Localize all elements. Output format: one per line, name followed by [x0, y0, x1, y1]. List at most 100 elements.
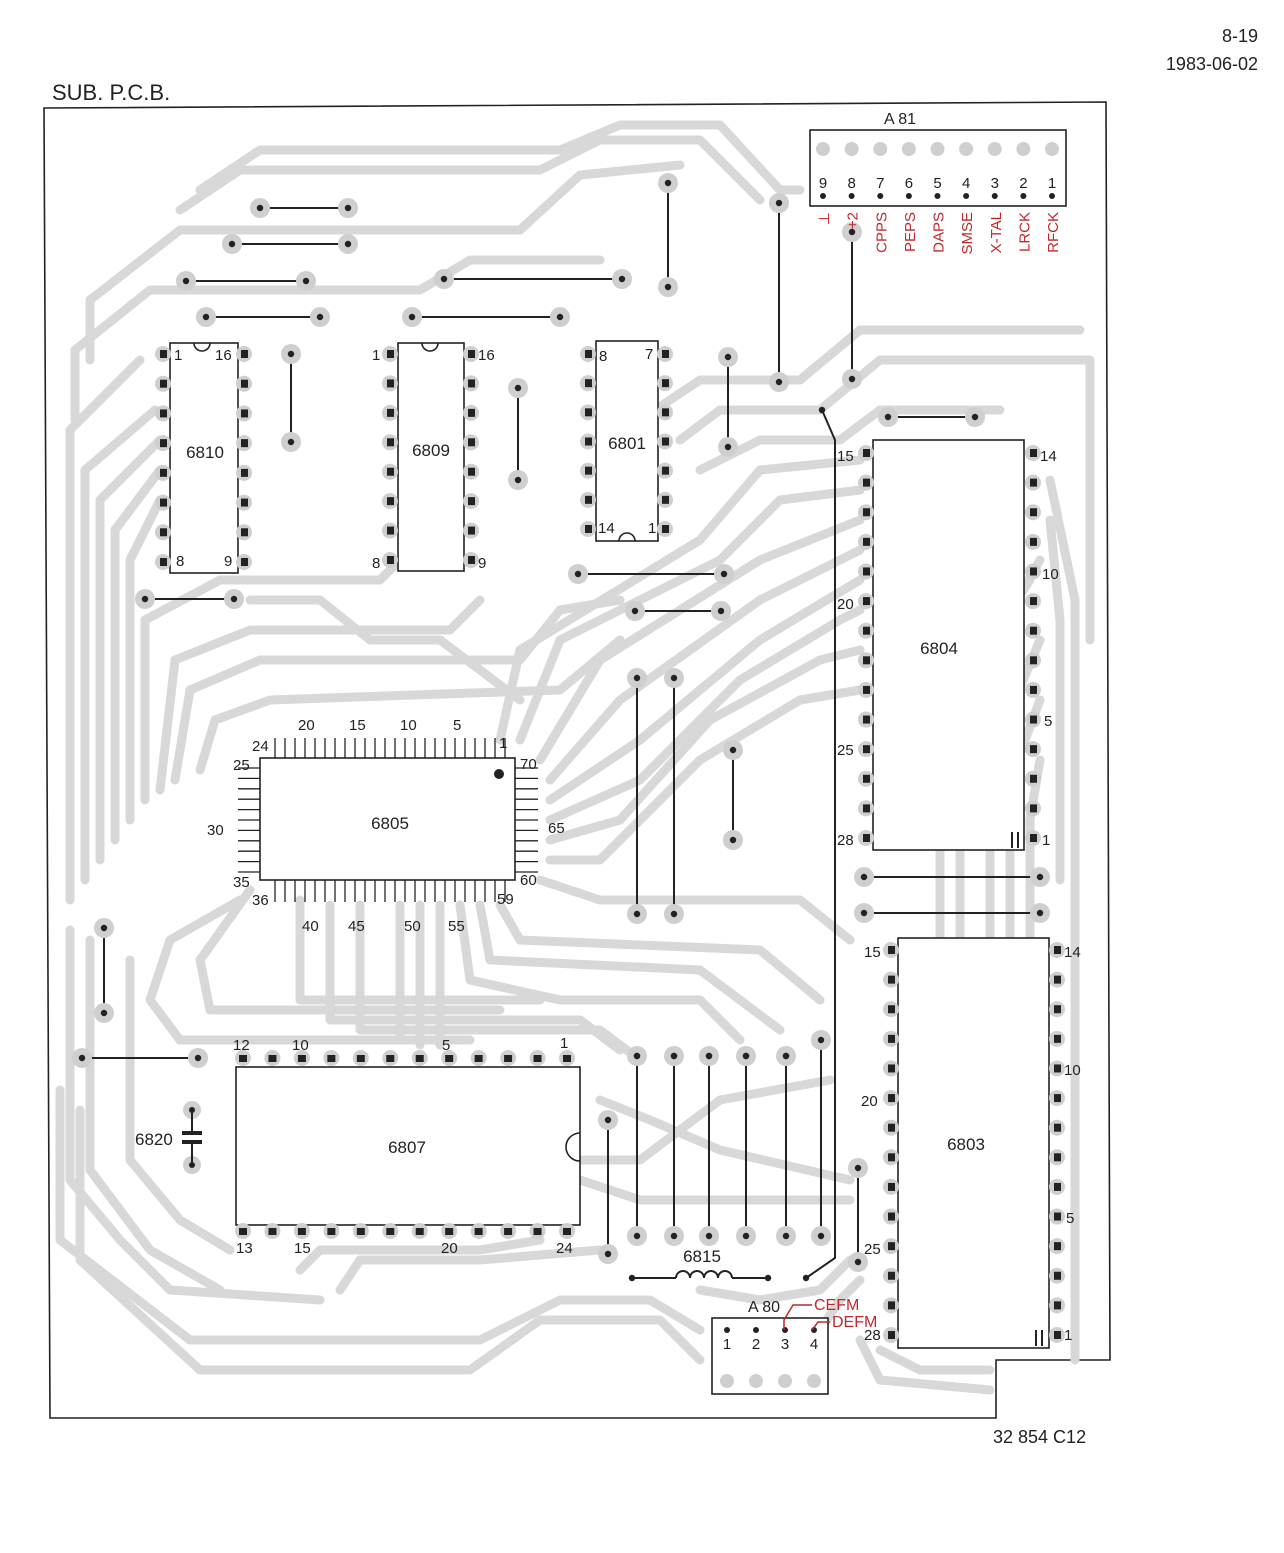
ic-6803-pin [888, 1271, 895, 1280]
connector-a81-pin [820, 193, 826, 199]
ic-6807-pin [415, 1055, 424, 1062]
ic-6803-pin [1054, 1153, 1061, 1162]
ic-6810-pin [160, 350, 167, 358]
connector-a81-pin [877, 193, 884, 199]
ic-6809-pin [468, 556, 475, 564]
ic-6810-pin [160, 439, 167, 448]
via-dot [631, 607, 639, 615]
ic-6807-pin [327, 1228, 336, 1235]
connector-a80-pad [749, 1374, 763, 1388]
via-dot [100, 924, 108, 932]
ic-6801-pin [585, 350, 592, 358]
connector-a80-pin [753, 1327, 759, 1333]
ic-6805-pin-1: 1 [499, 735, 507, 752]
connector-a80-pin [724, 1327, 730, 1333]
ic-6803-pin-15: 15 [864, 944, 881, 961]
ic-6803-pin [1054, 1064, 1061, 1073]
via-dot [724, 353, 732, 361]
connector-a81-pin-1: 1 [1048, 175, 1056, 192]
connector-a81-pin [963, 193, 970, 199]
ic-6807-pin [239, 1228, 247, 1235]
via-dot [854, 1258, 862, 1266]
ic-6805-pin-30: 30 [207, 822, 224, 839]
ic-6805-pin-60: 60 [520, 872, 537, 889]
signal-smse: SMSE [959, 212, 976, 255]
via-dot [782, 1232, 790, 1240]
ic-6810-pin-9: 9 [224, 553, 232, 570]
connector-a81-pin-5: 5 [933, 175, 941, 192]
via-dot [574, 570, 582, 578]
via-dot [78, 1054, 86, 1062]
ic-6804-pin [863, 597, 870, 606]
signal-cpps: CPPS [873, 212, 890, 253]
via-dot [604, 1116, 612, 1124]
ic-6803-pin [1054, 1005, 1061, 1014]
ic-6810-pin [160, 498, 167, 507]
signal-x-tal: X-TAL [988, 212, 1005, 253]
ic-6803-pin [1054, 1271, 1061, 1280]
ic-6805-pin-20: 20 [298, 717, 315, 734]
connector-a81-pad [1045, 142, 1059, 156]
via-dot [604, 1250, 612, 1258]
via-dot [1036, 873, 1044, 881]
ic-6803-name: 6803 [947, 1135, 985, 1154]
ic-6810-pin [160, 558, 167, 566]
ic-6804-pin [863, 478, 870, 487]
via-dot [818, 406, 826, 414]
ic-6803-pin [888, 1182, 895, 1191]
capacitor-6820-label: 6820 [135, 1130, 173, 1149]
ic-6810-pin [241, 379, 248, 388]
ic-6805-pin-10: 10 [400, 717, 417, 734]
ic-6807-pin-20: 20 [441, 1240, 458, 1257]
ic-6803-pin [888, 1094, 895, 1103]
ic-6803-pin [888, 1005, 895, 1014]
ic-6809-pin-9: 9 [478, 555, 486, 572]
ic-6803-pin-14: 14 [1064, 944, 1081, 961]
ic-6807-pin [386, 1055, 395, 1062]
ic-6804-pin-1: 1 [1042, 832, 1050, 849]
ic-6807-name: 6807 [388, 1138, 426, 1157]
via-dot [1036, 909, 1044, 917]
signal--: ⊥ [816, 212, 833, 225]
ic-6803-pin [888, 1212, 895, 1221]
ic-6804-pin-25: 25 [837, 742, 854, 759]
ic-6803: 6803 15 20 25 28 14 10 5 1 [861, 937, 1081, 1349]
ic-6810-pin [160, 409, 167, 418]
ic-6807-pin [445, 1228, 454, 1235]
via-dot [182, 277, 190, 285]
ic-6805-pin-35: 35 [233, 874, 250, 891]
via-dot [556, 313, 564, 321]
ic-6803-pin [888, 1153, 895, 1162]
ic-6810: 6810 1 16 8 9 [155, 342, 252, 574]
jumper-wires [82, 183, 1040, 1279]
ic-6805-pin-55: 55 [448, 918, 465, 935]
via-dot [854, 1164, 862, 1172]
ic-6801-pin [585, 495, 592, 504]
ic-6809-pin-8: 8 [372, 555, 380, 572]
ic-6801-pin [585, 525, 592, 533]
ic-6809-pin [387, 350, 394, 358]
ic-6804-pin [1030, 508, 1037, 517]
via-dot [302, 277, 310, 285]
ic-6803-pin [1054, 946, 1061, 954]
signal--2: +2 [845, 212, 862, 229]
ic-6805-pin-59: 59 [497, 891, 514, 908]
ic-6809-pin [387, 497, 394, 506]
connector-a80-pin-1: 1 [723, 1336, 731, 1353]
ic-6807-pin [474, 1228, 483, 1235]
connector-a81-pin [905, 193, 912, 199]
ic-6807-pin [415, 1228, 424, 1235]
ic-6805-pin-70: 70 [520, 756, 537, 773]
ic-6807-pin [533, 1055, 542, 1062]
ic-6807-pin [268, 1055, 277, 1062]
ic-6804-pin [863, 508, 870, 517]
connector-a81-pin-8: 8 [847, 175, 855, 192]
connector-a80-pad [778, 1374, 792, 1388]
ic-6804: 6804 15 20 25 28 14 10 5 1 [837, 439, 1059, 851]
connector-a81-pad [873, 142, 888, 156]
ic-6804-pin [1030, 834, 1037, 842]
ic-6801-pin [662, 379, 669, 388]
ic-6801-pin-14: 14 [598, 520, 615, 537]
ic-6804-pin [1030, 626, 1037, 635]
ic-6803-pin [1054, 975, 1061, 984]
